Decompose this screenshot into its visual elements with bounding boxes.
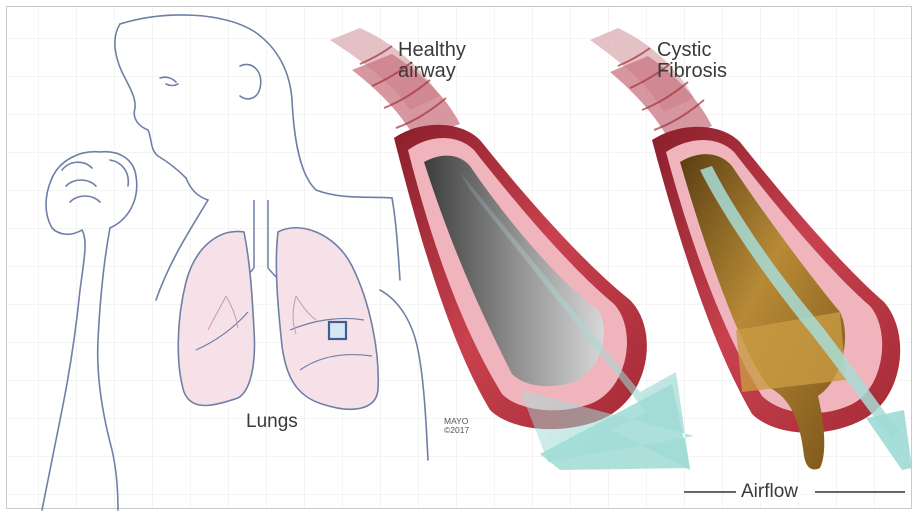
lungs-label: Lungs bbox=[246, 412, 298, 432]
healthy-label-line1: Healthy bbox=[398, 40, 466, 61]
cystic-fibrosis-label: Cystic Fibrosis bbox=[657, 40, 727, 82]
healthy-airway-label: Healthy airway bbox=[398, 40, 466, 82]
credit-line2: ©2017 bbox=[444, 426, 469, 435]
cf-label-line1: Cystic bbox=[657, 40, 727, 61]
magnification-box-icon bbox=[329, 322, 346, 339]
airflow-label: Airflow bbox=[739, 482, 800, 502]
credit-label: MAYO ©2017 bbox=[444, 417, 469, 435]
healthy-label-line2: airway bbox=[398, 61, 466, 82]
cf-label-line2: Fibrosis bbox=[657, 61, 727, 82]
